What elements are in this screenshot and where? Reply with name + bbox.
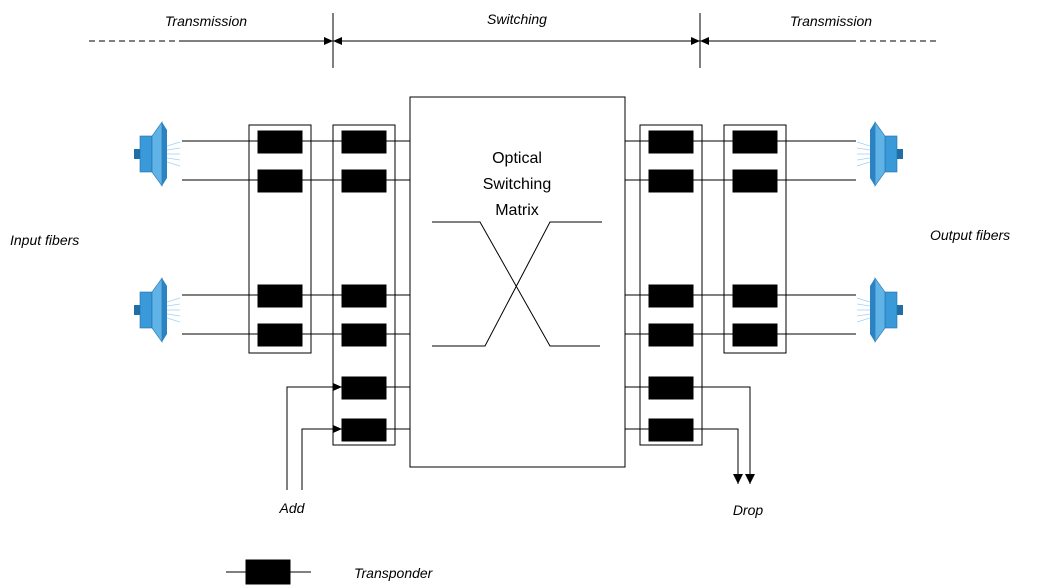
output-fibers-label: Output fibers [930, 227, 1010, 243]
transmission-right-label: Transmission [790, 13, 872, 29]
transponder [341, 130, 387, 154]
transponder [732, 130, 778, 154]
input-fibers-label: Input fibers [10, 232, 79, 248]
transponder [341, 376, 387, 400]
transponder [341, 169, 387, 193]
transmission-left-label: Transmission [165, 13, 247, 29]
transponder [341, 284, 387, 308]
transponder [732, 323, 778, 347]
input-fiber-connector-icon [133, 277, 181, 343]
add-paths [286, 383, 342, 490]
matrix-title-line3: Matrix [495, 202, 539, 219]
transponder [257, 169, 303, 193]
transponders-output-inner [648, 130, 694, 442]
transponders-input-inner [341, 130, 387, 442]
transponders-output-outer [732, 130, 778, 347]
transponder-group-box-input-outer [248, 124, 312, 354]
legend-transponder-symbol [226, 559, 311, 585]
transponder [648, 418, 694, 442]
optical-switching-matrix [409, 96, 626, 468]
matrix-title-line2: Switching [483, 176, 551, 193]
transponder [732, 284, 778, 308]
transponder [341, 323, 387, 347]
input-fiber-connector-icon [133, 121, 181, 187]
transponder [257, 130, 303, 154]
output-fiber-connector-icon [856, 121, 904, 187]
transponder [648, 169, 694, 193]
transponder [648, 376, 694, 400]
transponder [257, 323, 303, 347]
add-label: Add [279, 500, 306, 516]
transponder [648, 284, 694, 308]
transponder [257, 284, 303, 308]
drop-paths [720, 386, 755, 484]
output-fiber-connector-icon [856, 277, 904, 343]
legend-transponder-label: Transponder [354, 565, 434, 581]
transponder-group-box-input-inner [332, 124, 396, 446]
transponder [648, 323, 694, 347]
drop-label: Drop [733, 502, 764, 518]
transponder [732, 169, 778, 193]
transponder-group-box-output-inner [639, 124, 703, 446]
transponder [341, 418, 387, 442]
transponder [648, 130, 694, 154]
cross-connect-lines [432, 221, 602, 347]
header-lines [89, 13, 940, 68]
switching-label: Switching [487, 11, 547, 27]
transponders-input-outer [257, 130, 303, 347]
matrix-title-line1: Optical [492, 150, 542, 167]
transponder-group-box-output-outer [723, 124, 787, 354]
